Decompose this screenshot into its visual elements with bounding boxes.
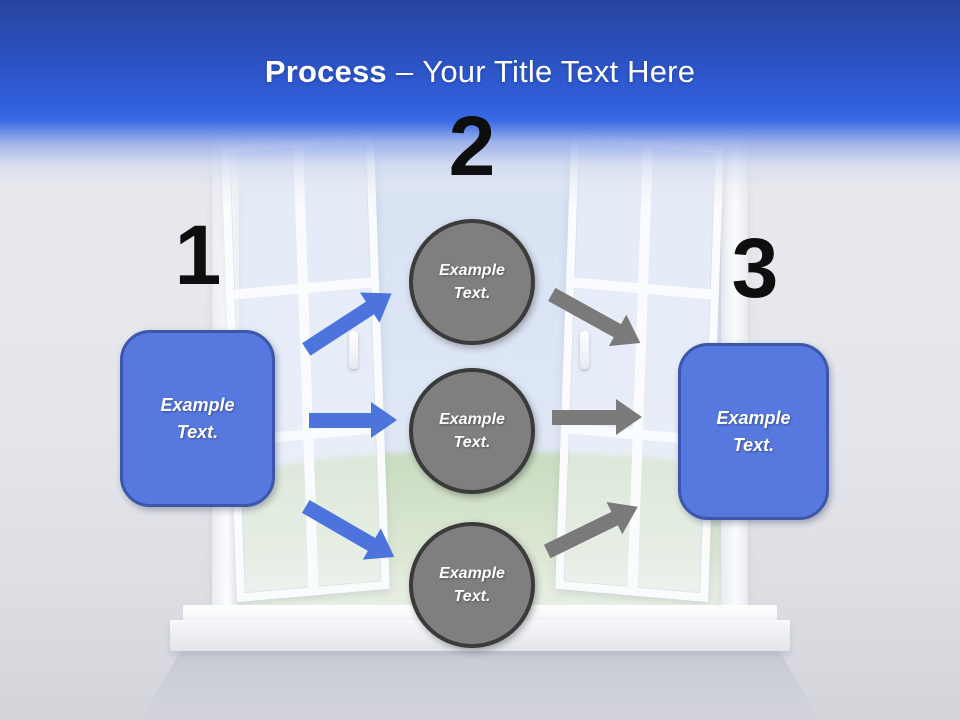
step-number-2: 2: [448, 99, 496, 193]
process-box-right: Example Text.: [678, 343, 829, 520]
window-handle: [349, 331, 358, 369]
window-handle: [580, 331, 589, 369]
process-circle-bottom: Example Text.: [409, 522, 535, 648]
arrow-blue-up-right-icon: [301, 278, 402, 356]
title-keyword: Process: [264, 54, 387, 89]
step-number-3: 3: [731, 221, 779, 315]
process-box-left: Example Text.: [120, 330, 275, 507]
arrow-blue-down-right-icon: [302, 499, 404, 573]
process-circle-middle-label: Example Text.: [439, 410, 505, 451]
process-box-right-label: Example Text.: [716, 407, 791, 455]
process-circle-top: Example Text.: [409, 219, 535, 345]
arrow-gray-up-right-icon: [543, 490, 646, 558]
process-circle-middle: Example Text.: [409, 368, 535, 494]
process-box-left-label: Example Text.: [160, 394, 235, 442]
step-number-1: 1: [174, 208, 222, 302]
window-shadow: [140, 651, 820, 720]
title-text: Your Title Text Here: [422, 54, 696, 89]
slide-title: Process–Your Title Text Here: [0, 54, 960, 90]
process-circle-top-label: Example Text.: [439, 261, 505, 302]
header-band: [0, 0, 960, 208]
process-circle-bottom-label: Example Text.: [439, 564, 505, 605]
title-dash: –: [395, 54, 414, 89]
arrow-gray-down-right-icon: [548, 287, 650, 359]
